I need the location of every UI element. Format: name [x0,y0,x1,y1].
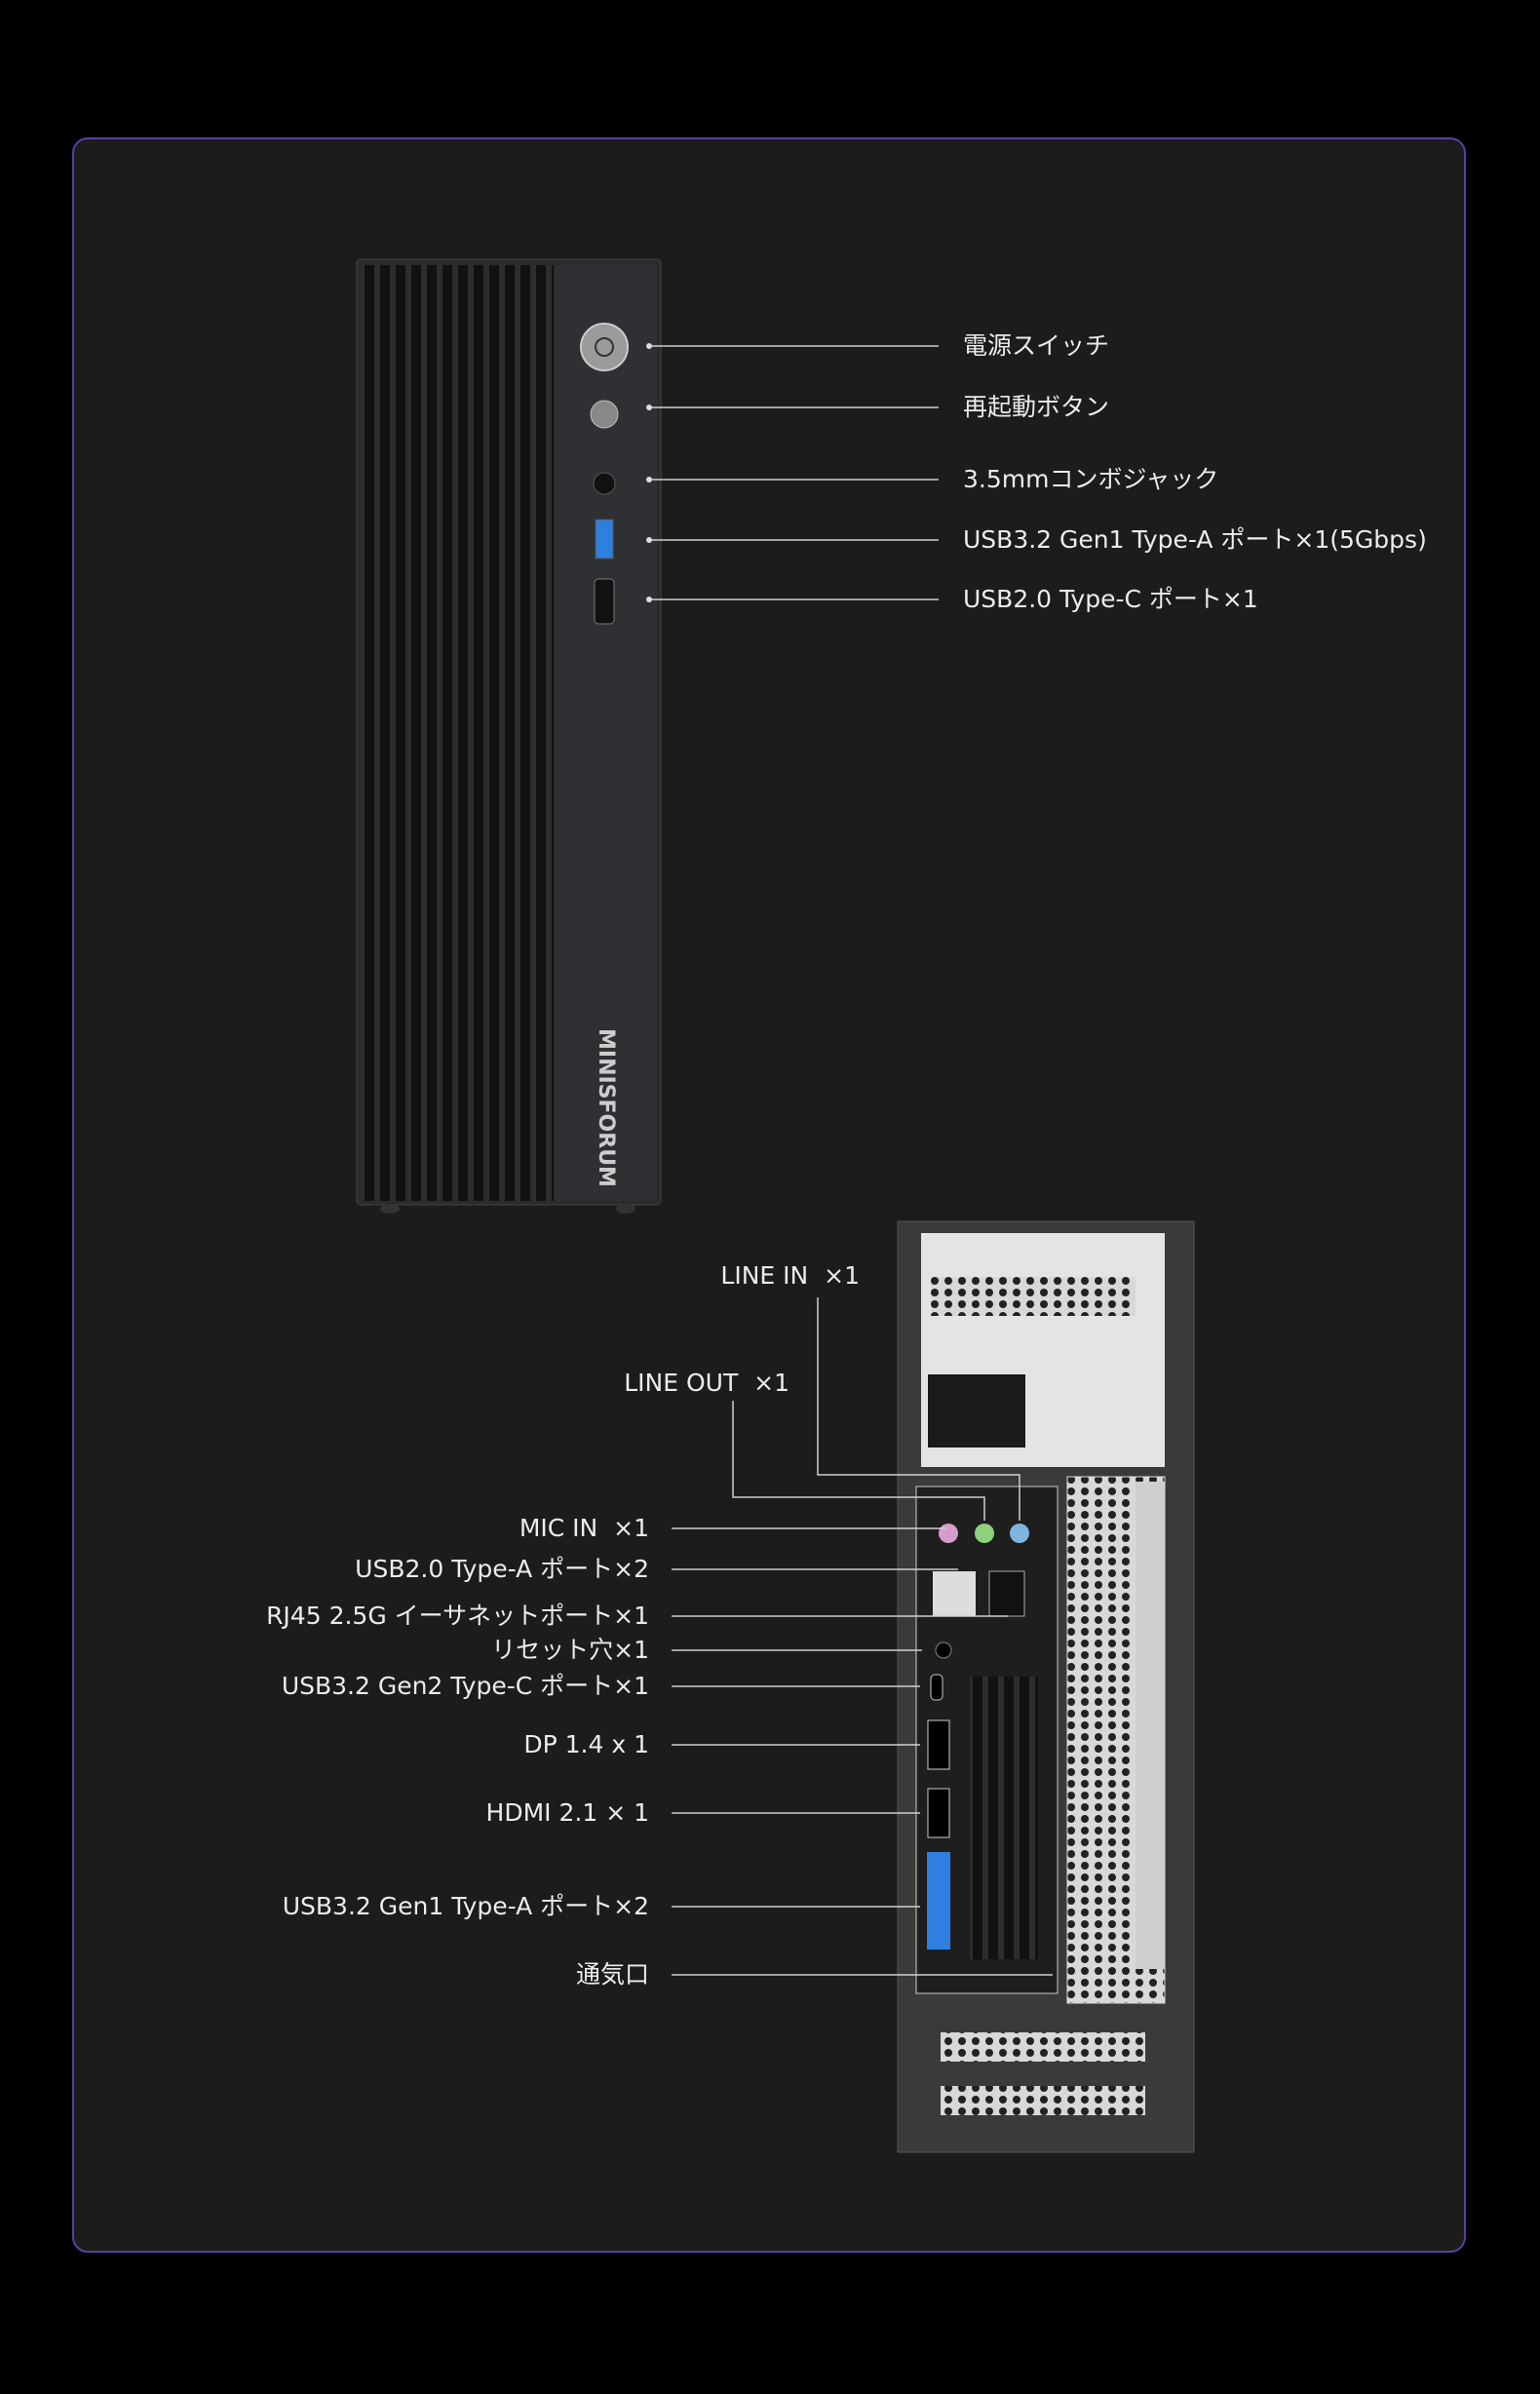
callout-lines [649,345,1053,1976]
callout-reset-hole: リセット穴×1 [491,1636,649,1664]
usb-a-port-icon [595,519,614,560]
front-pc: MINISFORUM [356,258,662,1214]
callout-rj45: RJ45 2.5G イーサネットポート×1 [266,1602,649,1630]
reset-button-icon [590,400,619,429]
line-in-jack-icon [1010,1524,1029,1543]
hdmi-port-icon [927,1788,950,1838]
callout-usb2-a: USB2.0 Type-A ポート×2 [355,1555,649,1583]
callout-dp: DP 1.4 x 1 [523,1730,649,1758]
callout-power-switch: 電源スイッチ [963,331,1110,360]
callout-audio-jack: 3.5mmコンボジャック [963,465,1219,493]
reset-hole-icon [935,1641,952,1659]
usb-c-port-icon [930,1674,943,1701]
callout-usb32-a: USB3.2 Gen1 Type-A ポート×2 [282,1892,649,1920]
power-button-icon [580,323,629,371]
audio-jack-icon [593,472,616,495]
mic-in-jack-icon [939,1524,958,1543]
callout-mic-in: MIC IN ×1 [519,1514,649,1542]
callout-vent: 通気口 [575,1960,649,1989]
callout-usb-c-front: USB2.0 Type-C ポート×1 [963,585,1258,613]
rear-pc [897,1220,1195,2153]
product-panel [72,137,1466,2253]
callout-line-out: LINE OUT ×1 [624,1369,789,1397]
callout-hdmi: HDMI 2.1 × 1 [485,1798,649,1827]
line-out-jack-icon [975,1524,994,1543]
dp-port-icon [927,1719,950,1770]
callout-line-in: LINE IN ×1 [720,1261,860,1290]
brand-logo: MINISFORUM [594,1028,618,1187]
rj45-port-icon [988,1570,1025,1617]
callout-usb32-c: USB3.2 Gen2 Type-C ポート×1 [281,1672,649,1700]
callout-usb-a-front: USB3.2 Gen1 Type-A ポート×1(5Gbps) [963,525,1427,554]
usb2-a-ports-icon [933,1571,976,1616]
usb3-a-ports-icon [927,1852,950,1950]
callout-reset-button: 再起動ボタン [963,393,1110,421]
usb-c-port-icon [594,578,615,625]
